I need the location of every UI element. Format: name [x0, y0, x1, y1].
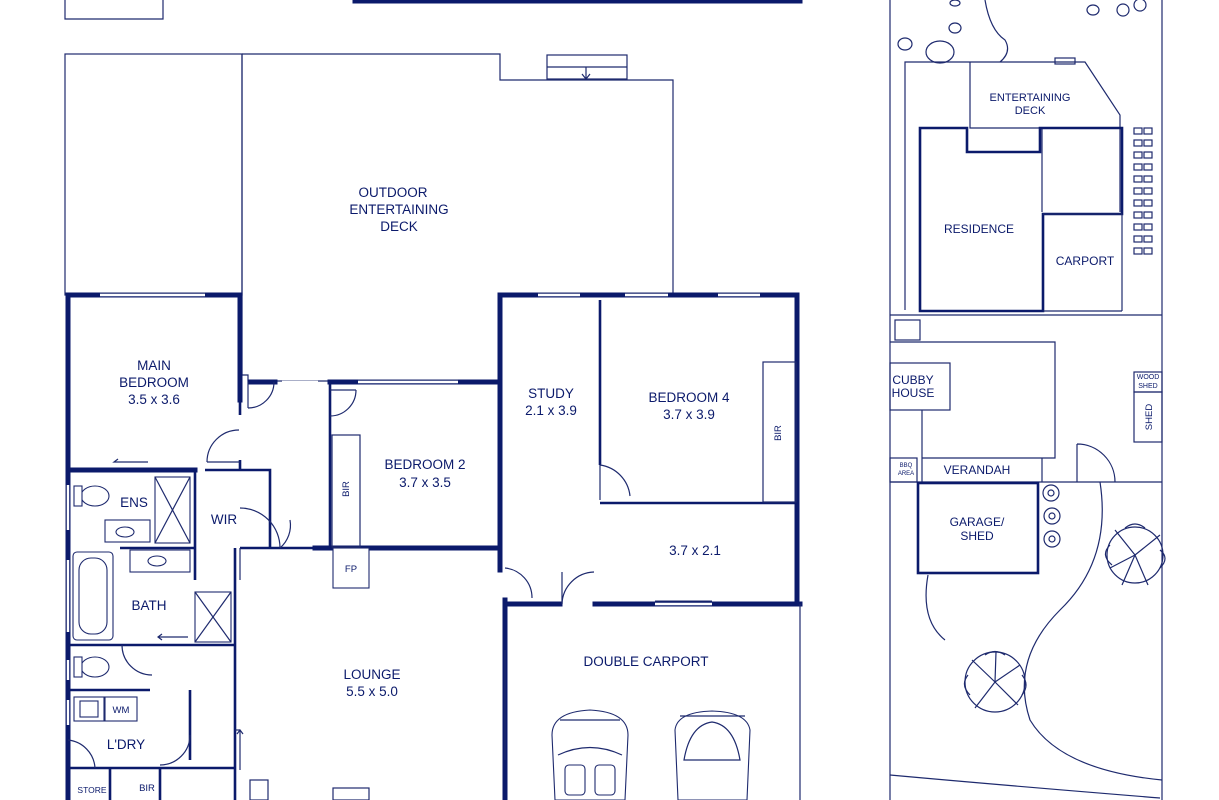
residence-outline [918, 126, 1124, 313]
deck-label-2: ENTERTAINING [349, 202, 448, 217]
store-label: STORE [77, 785, 106, 795]
bbq-label-1: BBQ [900, 463, 913, 469]
study-size: 2.1 x 3.9 [525, 403, 577, 418]
deck-label-3: DECK [380, 219, 418, 234]
doors [67, 381, 631, 770]
main-bedroom-label-1: MAIN [137, 358, 171, 373]
tree-left [963, 650, 1027, 713]
lounge-size: 5.5 x 5.0 [346, 684, 398, 699]
bedroom2-size: 3.7 x 3.5 [399, 475, 451, 490]
cubby-house [889, 362, 951, 411]
garage-shed [916, 481, 1040, 575]
lounge-label: LOUNGE [343, 667, 400, 682]
verandah-label: VERANDAH [944, 463, 1011, 477]
laundry-robe-label: BIR [139, 783, 155, 794]
shed [1133, 391, 1163, 443]
ens-toilet [80, 485, 110, 507]
car-left [551, 709, 629, 800]
exterior-wall-right [497, 292, 800, 603]
bedroom2-label: BEDROOM 2 [384, 457, 465, 472]
site-deck-label-1: ENTERTAINING [990, 92, 1071, 104]
fixtures [72, 476, 370, 800]
residence-label: RESIDENCE [944, 222, 1014, 236]
double-carport-label: DOUBLE CARPORT [583, 654, 708, 669]
laundry-label: L'DRY [107, 737, 145, 752]
wood-shed-label-2: SHED [1138, 383, 1157, 390]
bedroom4-label: BEDROOM 4 [648, 390, 730, 405]
extra-room-size: 3.7 x 2.1 [669, 543, 721, 558]
car-right [674, 710, 751, 800]
bedroom4-robe-label: BIR [773, 425, 784, 441]
top-boundary [64, 0, 803, 20]
windows [65, 292, 760, 760]
garage-label-1: GARAGE/ [950, 515, 1005, 529]
wood-shed-label-1: WOOD [1137, 374, 1160, 381]
flower-beds [1042, 484, 1061, 548]
bbq-label-2: AREA [898, 471, 914, 477]
wc-toilet [80, 656, 110, 678]
side-deck [64, 53, 243, 296]
bedroom4-size: 3.7 x 3.9 [663, 407, 715, 422]
site-deck-label-2: DECK [1015, 105, 1046, 117]
site-carport-label: CARPORT [1056, 254, 1115, 268]
washing-machine [104, 696, 138, 722]
wir-label: WIR [211, 512, 237, 527]
main-bedroom-size: 3.5 x 3.6 [128, 392, 180, 407]
study-label: STUDY [528, 386, 574, 401]
ensuite-label: ENS [120, 495, 148, 510]
deck-label-1: OUTDOOR [359, 185, 428, 200]
site-plan: ENTERTAINING DECK RESIDENCE CARPORT CUBB… [889, 0, 1166, 800]
wm-label: WM [113, 705, 130, 716]
main-bedroom-label-2: BEDROOM [119, 375, 189, 390]
cubby-label-1: CUBBY [892, 373, 933, 387]
bed2-robe [331, 434, 361, 548]
bath-label: BATH [131, 598, 166, 613]
tree-right [1104, 523, 1166, 586]
paving [1133, 127, 1153, 255]
floor-plan: OUTDOOR ENTERTAINING DECK MAIN BEDROOM 3… [64, 53, 803, 800]
bedroom2-robe-label: BIR [341, 481, 352, 497]
garage-label-2: SHED [960, 529, 994, 543]
fireplace [332, 547, 370, 589]
outdoor-deck-outline [241, 53, 674, 382]
shed-label: SHED [1144, 404, 1155, 431]
cubby-label-2: HOUSE [892, 386, 935, 400]
bed4-robe [762, 361, 797, 503]
fireplace-label: FP [345, 564, 357, 575]
garden-shrubs [897, 0, 1147, 64]
